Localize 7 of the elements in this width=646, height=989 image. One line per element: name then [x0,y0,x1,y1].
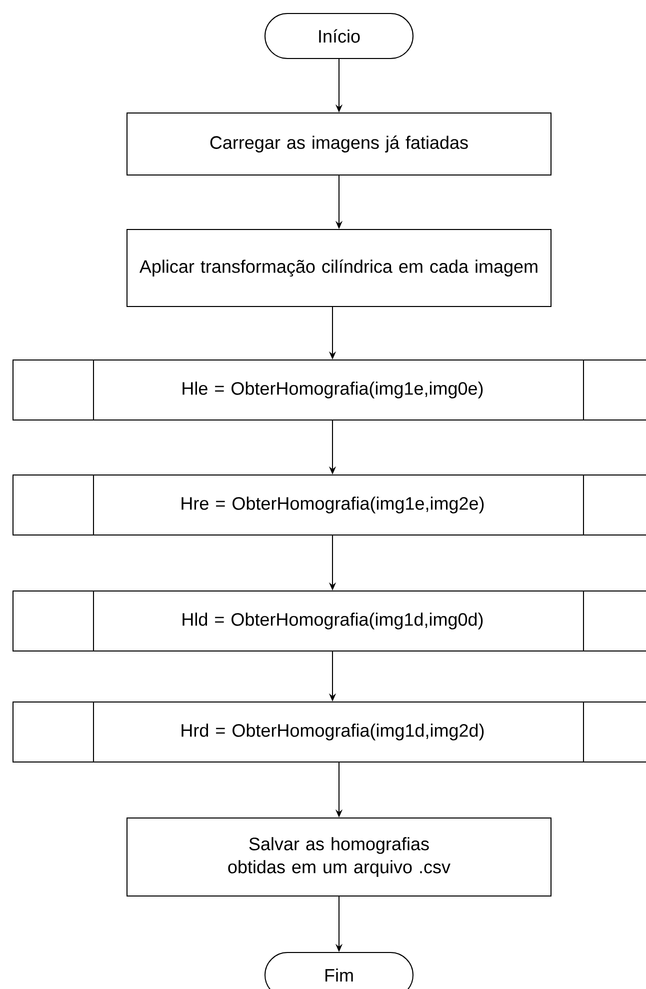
predefined-process-box: Hle = ObterHomografia(img1e,img0e) [12,359,646,421]
process-box: Salvar as homografias obtidas em um arquivo .csv [126,818,552,896]
process-box: Aplicar transformação cilíndrica em cada imagem [126,229,552,307]
predefined-process-box: Hrd = ObterHomografia(img1d,img2d) [12,701,646,764]
predefined-process-box: Hld = ObterHomografia(img1d,img0d) [12,590,646,652]
process-box: Carregar as imagens já fatiadas [126,112,552,176]
predefined-process-box: Hre = ObterHomografia(img1e,img2e) [12,474,646,536]
